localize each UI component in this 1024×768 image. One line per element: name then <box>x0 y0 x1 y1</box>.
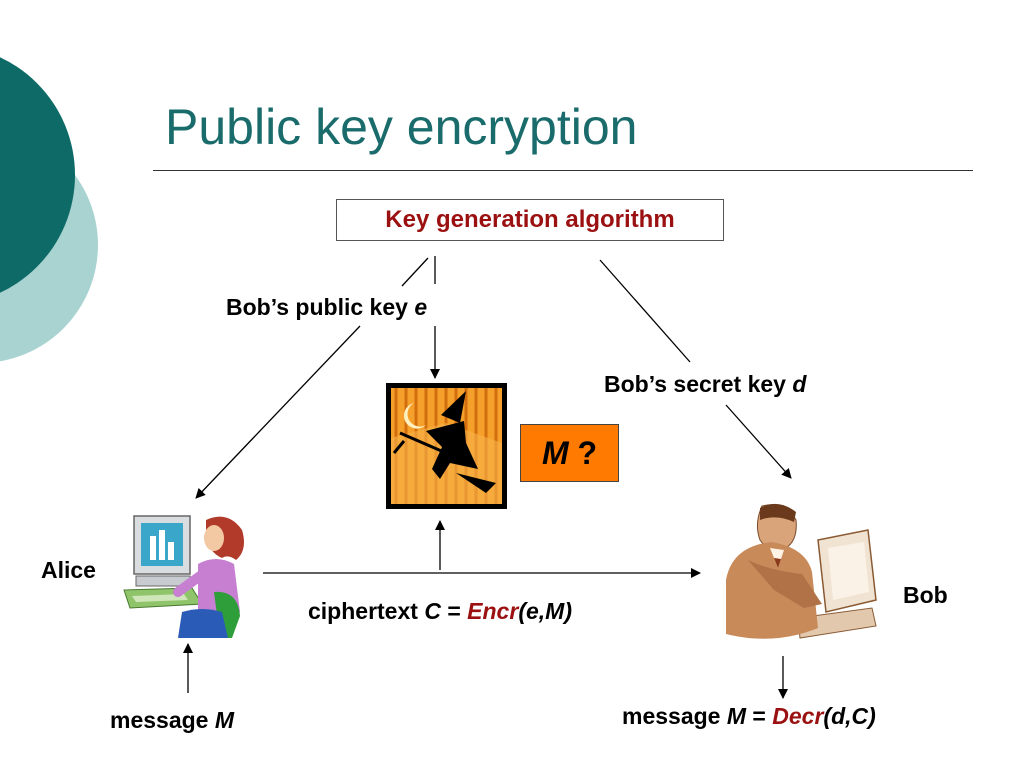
keygen-to-alice-line-top <box>401 257 429 287</box>
public-key-label: Bob’s public key e <box>226 294 428 320</box>
alice-message-label: message M <box>110 707 235 733</box>
secret-key-label: Bob’s secret key d <box>604 371 807 397</box>
alice-computer-clipart <box>123 515 244 638</box>
bob-computer-clipart <box>726 503 877 639</box>
dark-teal-circle <box>0 57 75 293</box>
alice-label: Alice <box>41 557 96 583</box>
witch-eavesdropper-icon <box>386 383 507 509</box>
bob-label: Bob <box>903 582 948 608</box>
unknown-message-box: M ? <box>520 424 619 482</box>
title-divider <box>153 170 973 171</box>
bob-message-label: message M = Decr(d,C) <box>622 703 876 729</box>
keygen-to-bob-line <box>599 259 691 363</box>
keygen-box: Key generation algorithm <box>336 199 724 241</box>
secret-key-to-bob-arrow <box>725 404 792 479</box>
keygen-to-alice-arrow <box>195 325 361 499</box>
page-title: Public key encryption <box>165 99 638 155</box>
ciphertext-label: ciphertext C = Encr(e,M) <box>308 598 572 624</box>
